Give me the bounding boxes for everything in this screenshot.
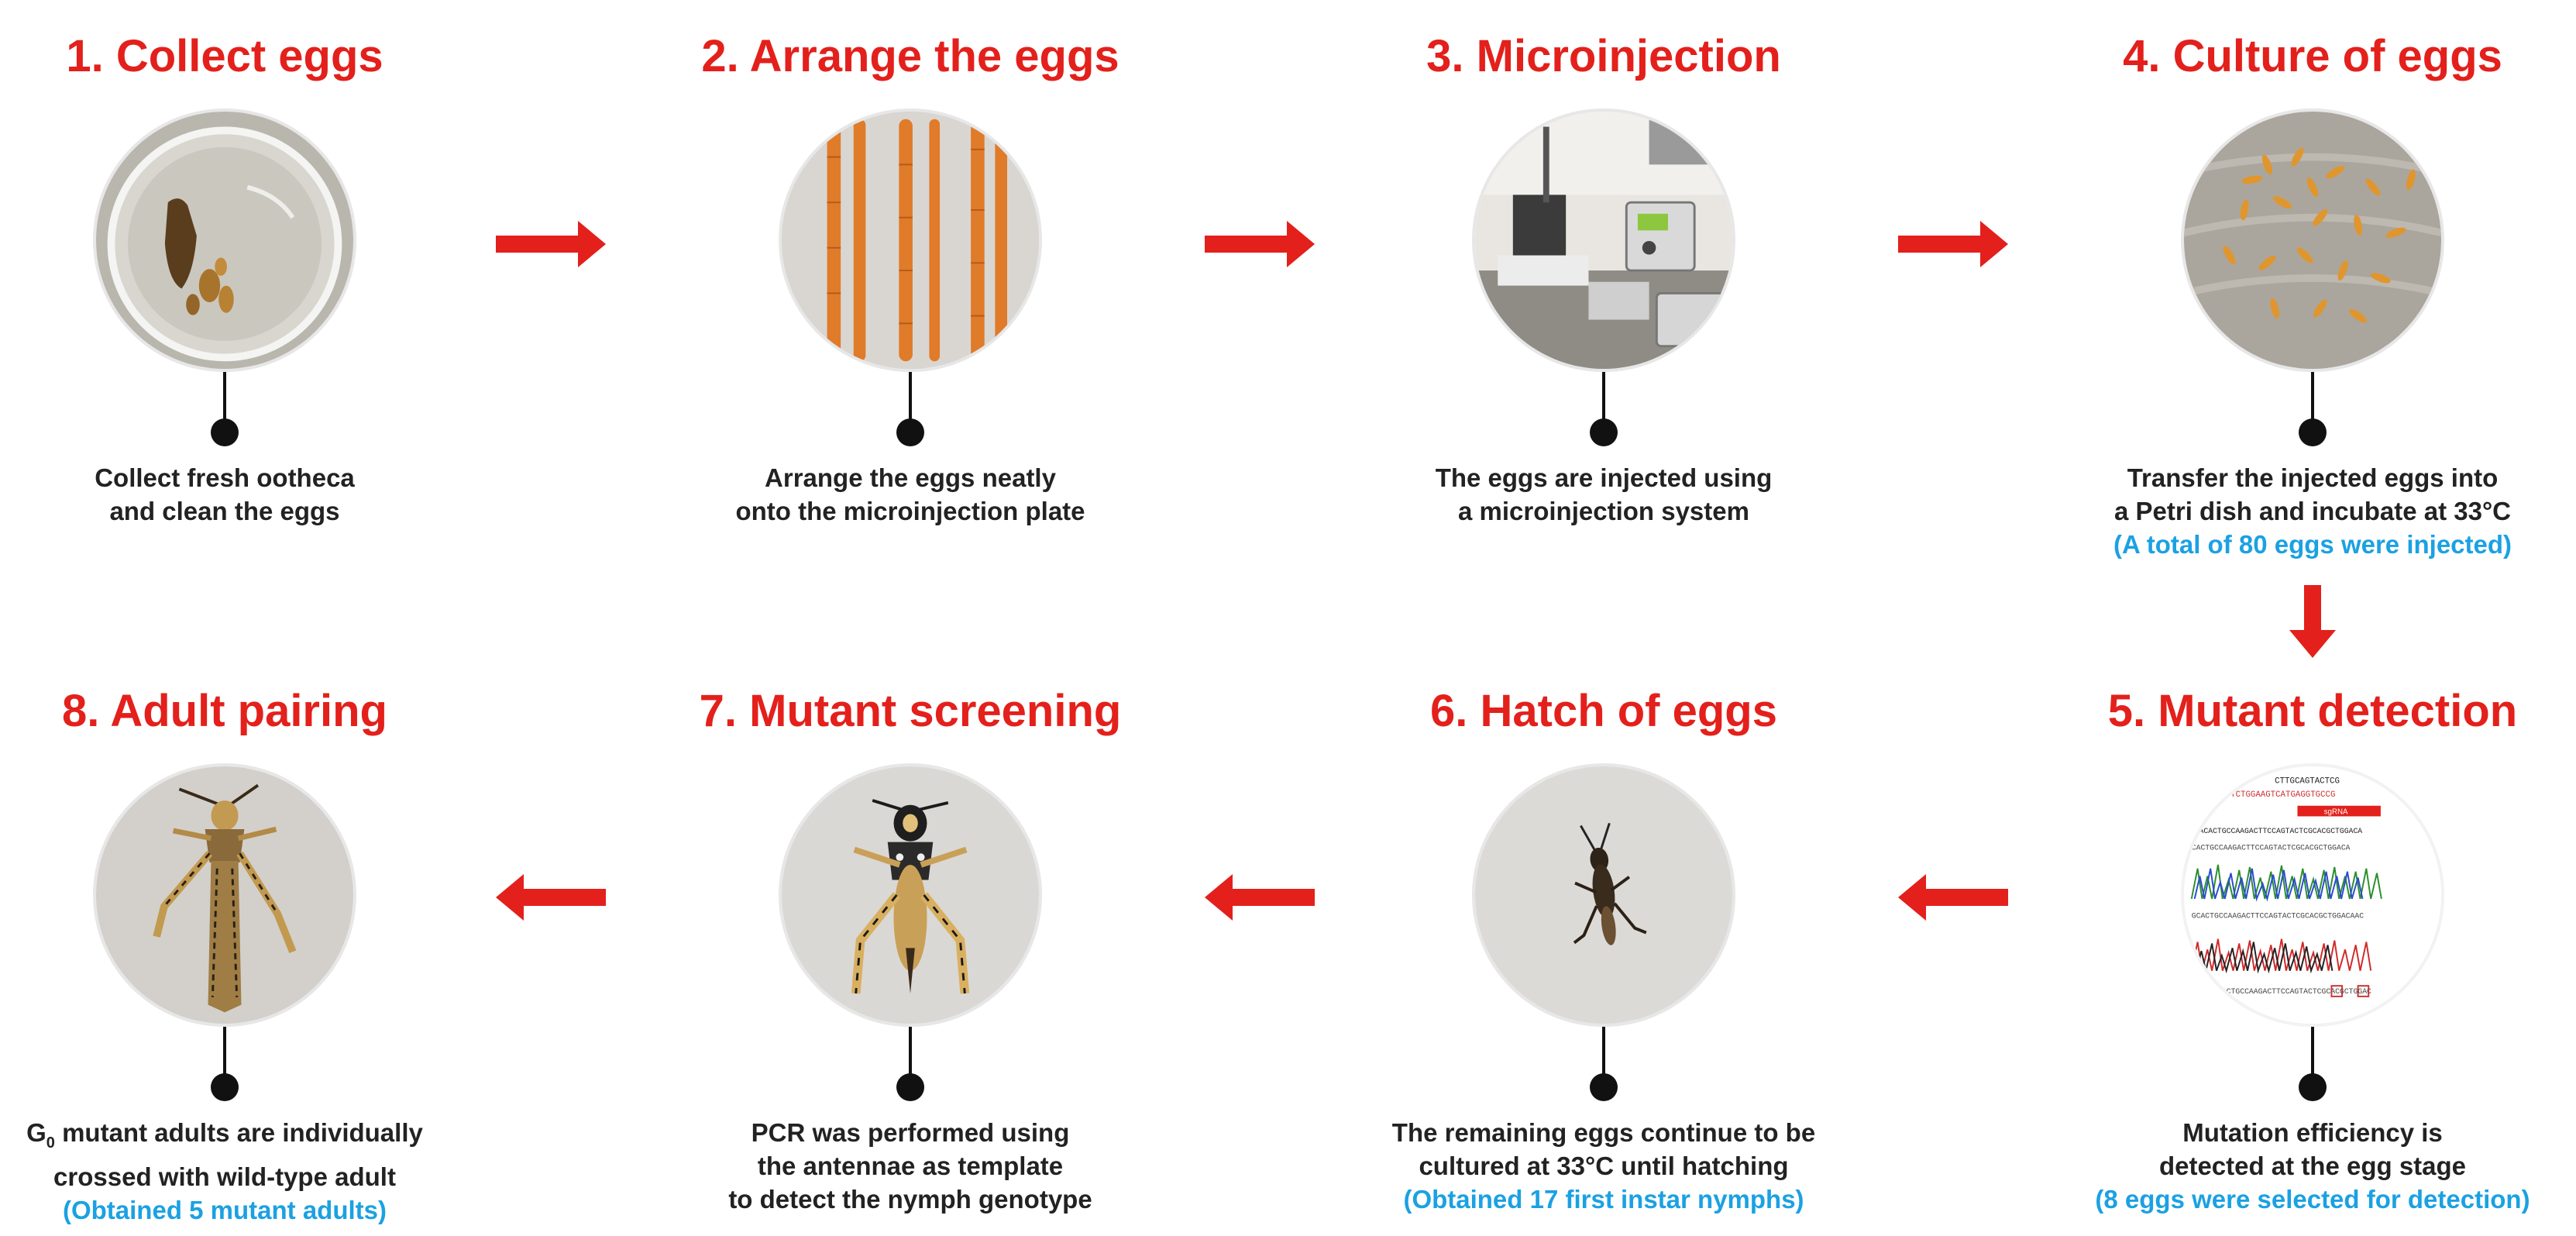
step-5: 5. Mutant detection CTTGCAGTACTCG GTCTGG…	[2041, 655, 2576, 1236]
step-caption: Collect fresh ootheca and clean the eggs	[95, 463, 355, 525]
photo-first-instar-nymph	[1472, 763, 1735, 1027]
step-caption: G0 mutant adults are individually crosse…	[0, 1116, 496, 1227]
step-2: 2. Arrange the eggs Arrange the eggs nea…	[639, 0, 1181, 558]
arrow-right-icon	[1205, 221, 1315, 267]
connector-line	[2311, 1027, 2314, 1085]
svg-text:GCACTGCCAAGACTTCCAGTACTCGCACGC: GCACTGCCAAGACTTCCAGTACTCGCACGCTGGACAAC	[2192, 911, 2364, 920]
step-title: 7. Mutant screening	[699, 686, 1122, 736]
connector-line	[2311, 372, 2314, 430]
step-note: (Obtained 5 mutant adults)	[62, 1196, 387, 1224]
step-1: 1. Collect eggs Collect fresh ootheca an…	[0, 0, 496, 558]
photo-microinjection-system	[1472, 108, 1735, 372]
photo-nymph-locust	[779, 763, 1042, 1027]
step-caption: Mutation efficiency is detected at the e…	[2041, 1116, 2576, 1216]
step-8: 8. Adult pairing G0 mutant adults are in…	[0, 655, 496, 1236]
connector-line	[223, 372, 226, 430]
connector-line	[1602, 372, 1605, 430]
photo-petri-dish-ootheca	[93, 108, 356, 372]
step-note: (8 eggs were selected for detection)	[2095, 1185, 2530, 1214]
step-note: (A total of 80 eggs were injected)	[2113, 530, 2512, 559]
connector-dot	[896, 418, 924, 446]
step-caption: PCR was performed using the antennae as …	[728, 1118, 1092, 1214]
connector-dot	[896, 1073, 924, 1101]
photo-adult-locust	[93, 763, 356, 1027]
step-4: 4. Culture of eggs	[2041, 0, 2576, 561]
svg-text:GTCTGGAAGTCATGAGGTGCCG: GTCTGGAAGTCATGAGGTGCCG	[2226, 790, 2336, 800]
arrow-left-icon	[496, 874, 606, 921]
arrow-left-icon	[1898, 874, 2008, 921]
step-title: 2. Arrange the eggs	[701, 31, 1119, 81]
step-caption: The eggs are injected using a microinjec…	[1435, 463, 1773, 525]
step-7: 7. Mutant screening PCR was performed us…	[639, 655, 1181, 1236]
connector-dot	[211, 418, 239, 446]
step-title: 8. Adult pairing	[62, 686, 387, 736]
svg-text:CTTGCAGTACTCG: CTTGCAGTACTCG	[2275, 776, 2340, 786]
connector-dot	[1590, 1073, 1618, 1101]
step-title: 5. Mutant detection	[2107, 686, 2518, 736]
svg-text:sgRNA: sgRNA	[2324, 808, 2348, 817]
photo-eggs-in-dish	[2181, 108, 2444, 372]
connector-dot	[1590, 418, 1618, 446]
arrow-right-icon	[496, 221, 606, 267]
connector-line	[223, 1027, 226, 1085]
svg-text:CACTGCCAAGACTTCCAGTACTCGCACGCT: CACTGCCAAGACTTCCAGTACTCGCACGCTGGACA	[2192, 843, 2351, 852]
arrow-right-icon	[1898, 221, 2008, 267]
connector-line	[909, 1027, 912, 1085]
connector-dot	[2299, 1073, 2327, 1101]
connector-line	[909, 372, 912, 430]
connector-dot	[211, 1073, 239, 1101]
photo-sequencing-chromatogram: CTTGCAGTACTCG GTCTGGAAGTCATGAGGTGCCG sgR…	[2181, 763, 2444, 1027]
step-3: 3. Microinjection The eggs are injected …	[1333, 0, 1875, 558]
svg-text:ACTGCCAAGACTTCCAGTACTCGCACGCTG: ACTGCCAAGACTTCCAGTACTCGCACGCTGGAC	[2222, 987, 2371, 996]
arrow-down-icon	[2289, 585, 2336, 658]
connector-dot	[2299, 418, 2327, 446]
photo-eggs-on-plate	[779, 108, 1042, 372]
step-caption: Arrange the eggs neatly onto the microin…	[735, 463, 1085, 525]
step-title: 6. Hatch of eggs	[1430, 686, 1777, 736]
step-title: 1. Collect eggs	[66, 31, 383, 81]
step-caption: Transfer the injected eggs into a Petri …	[2041, 461, 2576, 561]
step-6: 6. Hatch of eggs The remaining eggs cont…	[1333, 655, 1875, 1236]
step-title: 3. Microinjection	[1426, 31, 1781, 81]
connector-line	[1602, 1027, 1605, 1085]
svg-text:ACACTGCCAAGACTTCCAGTACTCGCACGC: ACACTGCCAAGACTTCCAGTACTCGCACGCTGGACA	[2199, 827, 2363, 835]
step-note: (Obtained 17 first instar nymphs)	[1403, 1185, 1804, 1214]
arrow-left-icon	[1205, 874, 1315, 921]
step-caption: The remaining eggs continue to be cultur…	[1333, 1116, 1875, 1216]
step-title: 4. Culture of eggs	[2123, 31, 2502, 81]
